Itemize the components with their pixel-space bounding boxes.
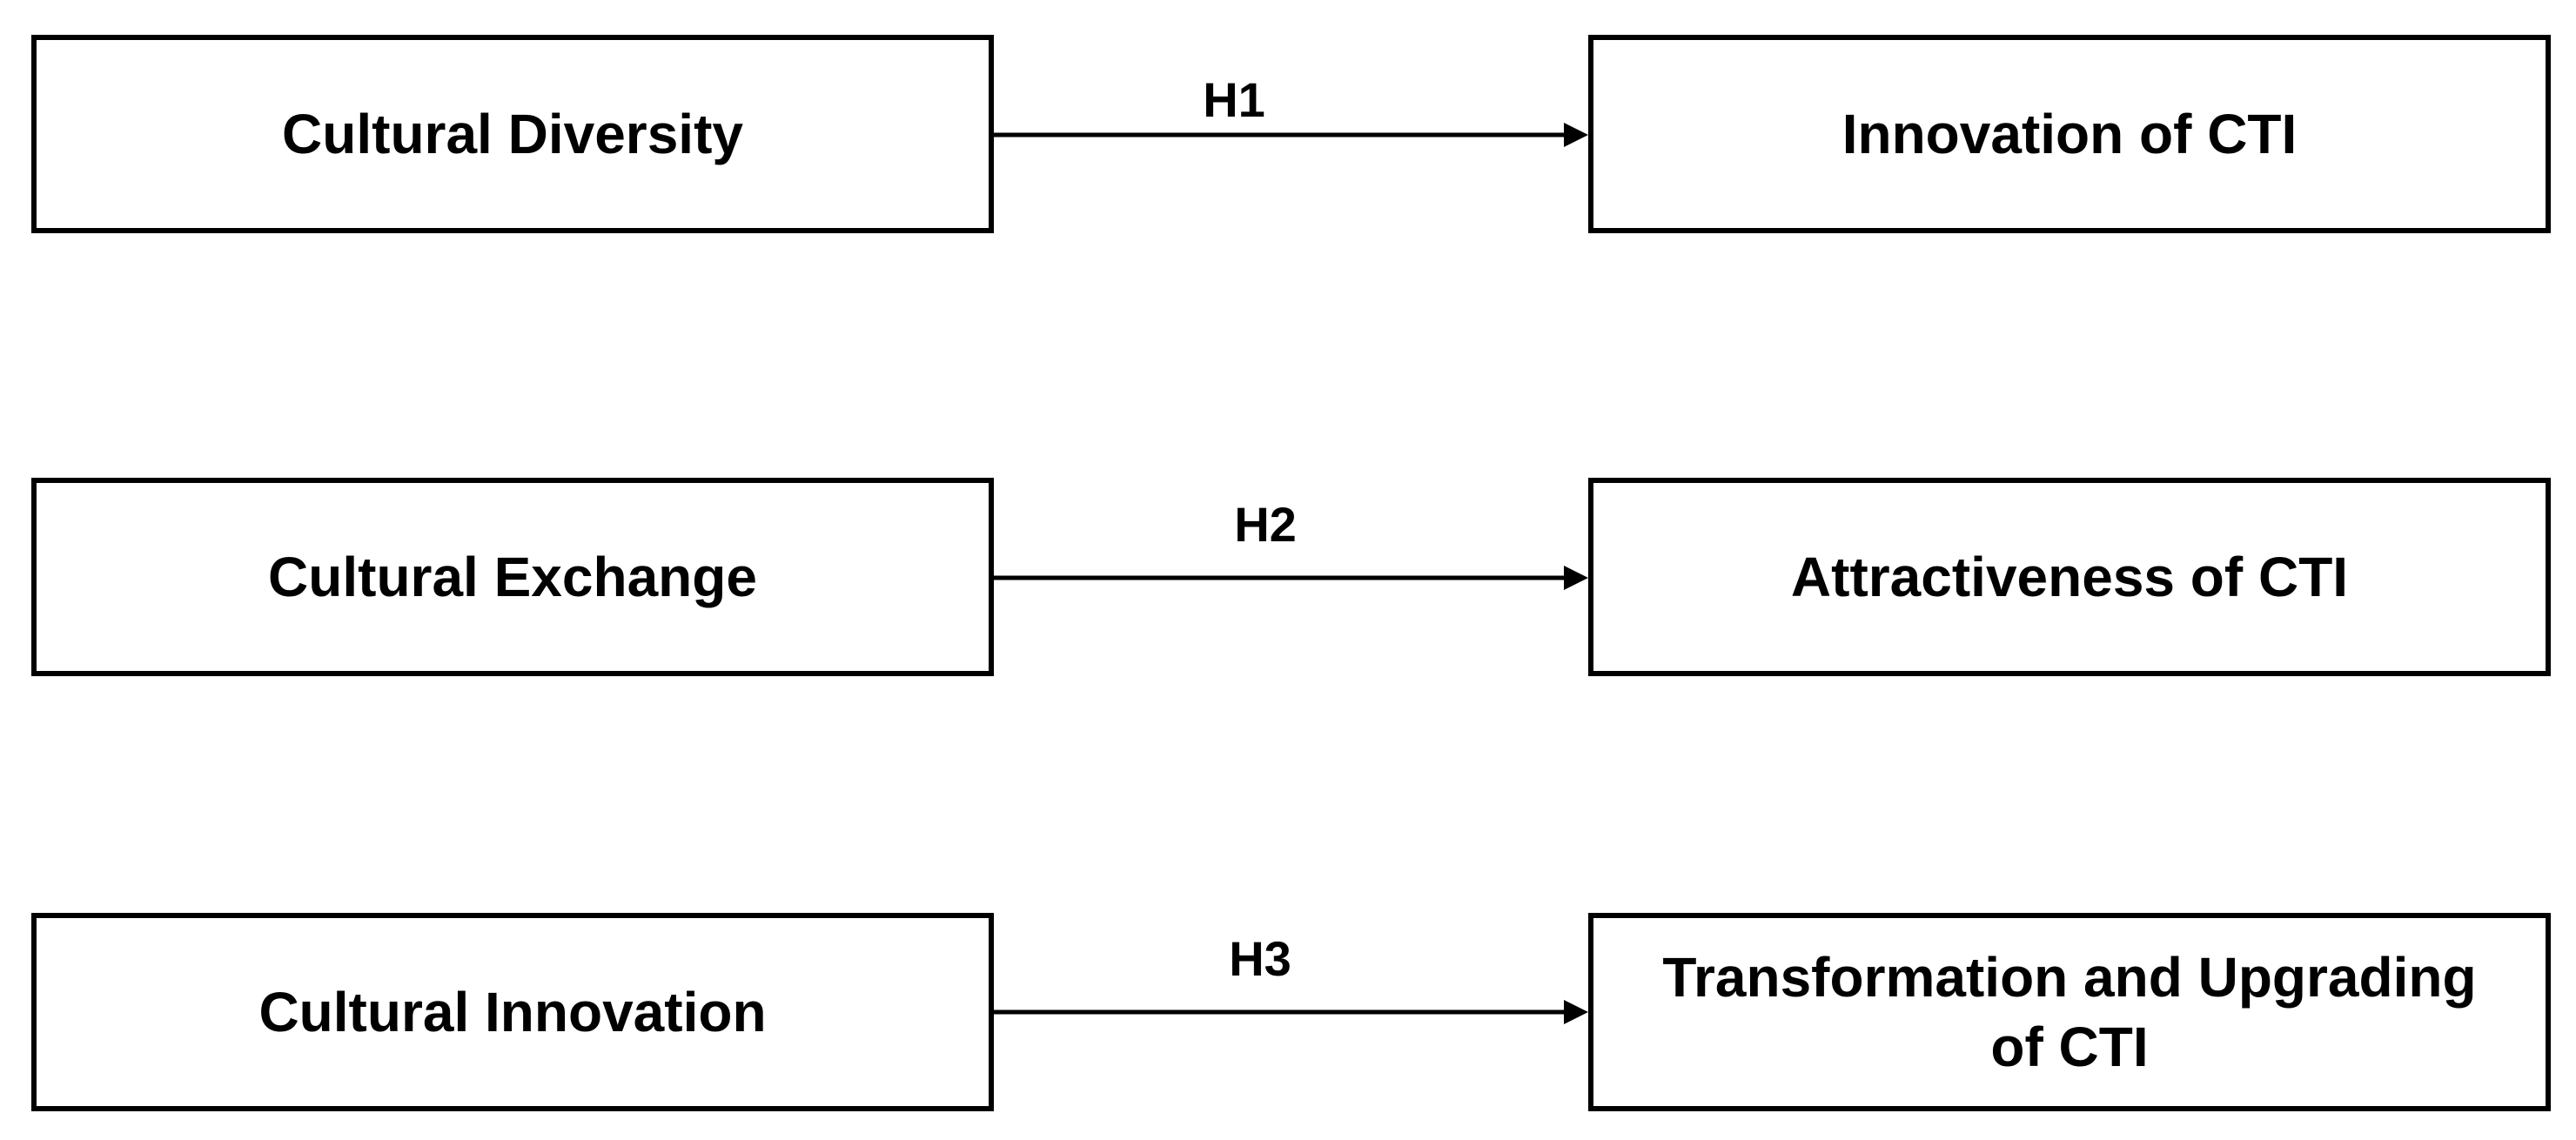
source-label: Cultural Exchange bbox=[268, 546, 757, 608]
target-label: Transformation and Upgrading of CTI bbox=[1662, 946, 2477, 1078]
source-label: Cultural Innovation bbox=[258, 981, 767, 1043]
source-label: Cultural Diversity bbox=[282, 103, 743, 165]
hypothesis-label-h1: H1 bbox=[1203, 72, 1265, 127]
source-box-cultural-innovation: Cultural Innovation bbox=[31, 913, 994, 1111]
hypothesis-label-h2: H2 bbox=[1234, 497, 1297, 552]
arrow-h2 bbox=[994, 566, 1588, 590]
hypothesis-label-h3: H3 bbox=[1229, 931, 1291, 986]
target-box-innovation-of-cti: Innovation of CTI bbox=[1588, 35, 2551, 233]
target-box-attractiveness-of-cti: Attractiveness of CTI bbox=[1588, 478, 2551, 676]
target-box-transformation-and-upgrading-of-cti: Transformation and Upgrading of CTI bbox=[1588, 913, 2551, 1111]
target-label: Innovation of CTI bbox=[1841, 103, 2298, 165]
source-box-cultural-diversity: Cultural Diversity bbox=[31, 35, 994, 233]
source-box-cultural-exchange: Cultural Exchange bbox=[31, 478, 994, 676]
arrow-h3 bbox=[994, 1000, 1588, 1024]
target-label: Attractiveness of CTI bbox=[1790, 546, 2349, 608]
